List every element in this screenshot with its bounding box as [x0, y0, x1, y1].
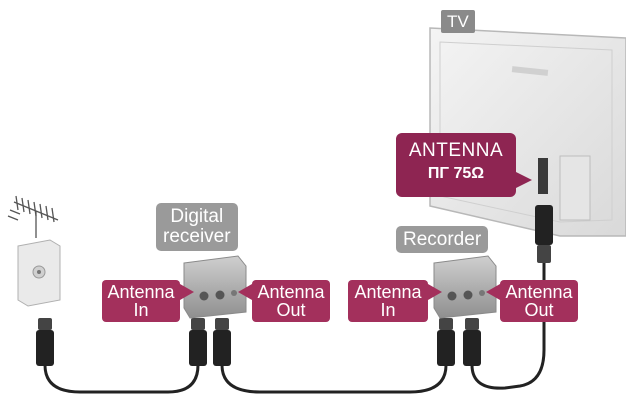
device-icon	[433, 255, 497, 319]
antenna-out-line2: Out	[524, 300, 554, 320]
tv-antenna-input: ANTENNA ΠΓ 75Ω	[396, 133, 516, 197]
antenna-out-line2: Out	[276, 300, 306, 320]
coax-connector-icon	[36, 205, 553, 366]
recorder-antenna-in: Antenna In	[348, 280, 428, 322]
digital-receiver-label: Digital receiver	[156, 203, 238, 251]
antenna-icon	[7, 195, 59, 238]
coax-cables	[43, 260, 546, 394]
digital-receiver-line1: Digital	[170, 206, 224, 227]
antenna-out-line1: Antenna	[257, 282, 325, 302]
antenna-symbol-icon: ΠΓ	[427, 165, 450, 182]
digital-receiver-antenna-in: Antenna In	[102, 280, 180, 322]
device-icon	[183, 255, 247, 319]
antenna-in-line1: Antenna	[107, 282, 175, 302]
tv-icon	[429, 27, 626, 237]
label-pointers	[180, 172, 532, 300]
tv-label: TV	[441, 10, 475, 33]
antenna-out-line1: Antenna	[505, 282, 573, 302]
tv-antenna-title: ANTENNA	[408, 140, 504, 161]
wall-socket-icon	[17, 239, 61, 307]
recorder-label: Recorder	[396, 226, 489, 253]
digital-receiver-line2: receiver	[163, 225, 231, 247]
recorder-antenna-out: Antenna Out	[500, 280, 578, 322]
antenna-in-line1: Antenna	[354, 282, 422, 302]
antenna-in-line2: In	[133, 300, 149, 320]
antenna-in-line2: In	[380, 300, 396, 320]
tv-antenna-impedance: 75Ω	[453, 165, 485, 182]
digital-receiver-antenna-out: Antenna Out	[252, 280, 330, 322]
